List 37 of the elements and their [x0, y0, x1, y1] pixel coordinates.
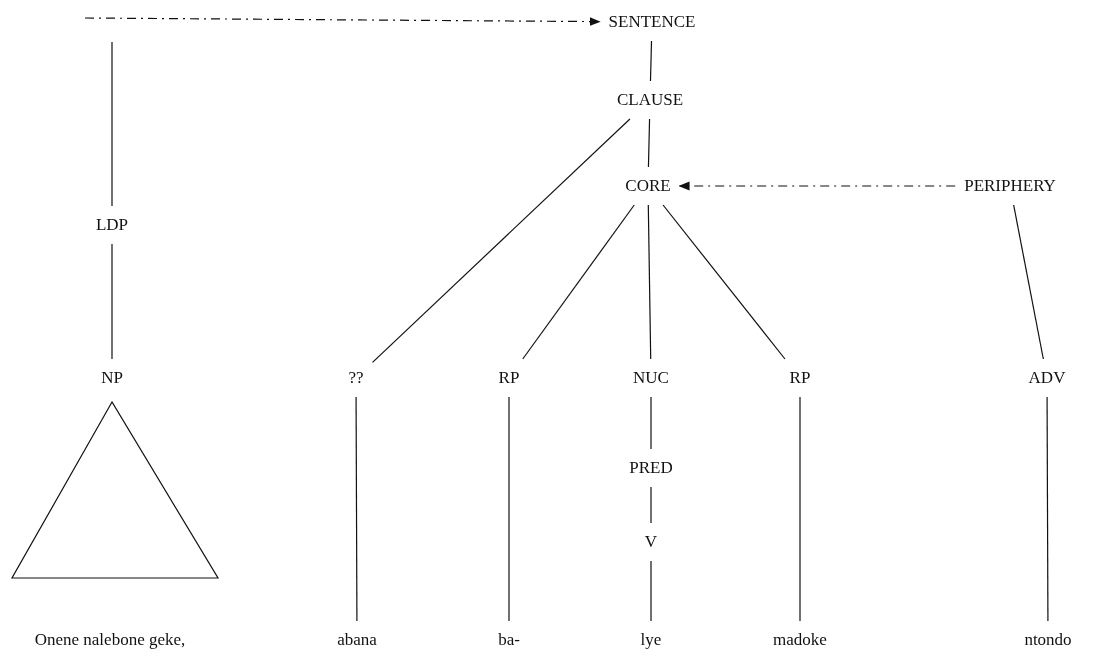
node-label: ntondo: [1021, 629, 1075, 651]
node-label: CORE: [622, 175, 674, 197]
node-label: ba-: [495, 629, 523, 651]
tree-line: [1046, 396, 1049, 622]
node-label: NP: [98, 367, 126, 389]
node-label: PRED: [626, 457, 676, 479]
node-label: abana: [334, 629, 380, 651]
node-label: SENTENCE: [605, 11, 699, 33]
tree-line: [647, 118, 651, 168]
tree-line: [650, 486, 652, 524]
tree-line: [647, 204, 652, 360]
tree-line: [649, 40, 653, 82]
node-label: madoke: [770, 629, 830, 651]
node-label: ??: [345, 367, 367, 389]
arrow: [84, 17, 601, 26]
tree-line: [111, 41, 113, 207]
tree-line: [799, 396, 801, 622]
tree-line: [650, 560, 652, 622]
node-label: V: [641, 531, 661, 553]
node-label: RP: [786, 367, 814, 389]
tree-line: [662, 204, 786, 360]
node-label: ADV: [1025, 367, 1069, 389]
node-label: LDP: [92, 214, 132, 236]
arrow: [678, 181, 956, 191]
node-label: RP: [495, 367, 523, 389]
tree-line: [1013, 204, 1044, 360]
node-label: CLAUSE: [613, 89, 687, 111]
node-label: lye: [637, 629, 665, 651]
tree-line: [371, 118, 631, 363]
node-label: Onene nalebone geke,: [31, 629, 189, 651]
tree-line: [508, 396, 510, 622]
tree-line: [111, 243, 113, 360]
tree-line: [355, 396, 358, 622]
tree-line: [650, 396, 652, 450]
node-label: PERIPHERY: [961, 175, 1059, 197]
node-label: NUC: [630, 367, 672, 389]
tree-line: [522, 204, 635, 360]
